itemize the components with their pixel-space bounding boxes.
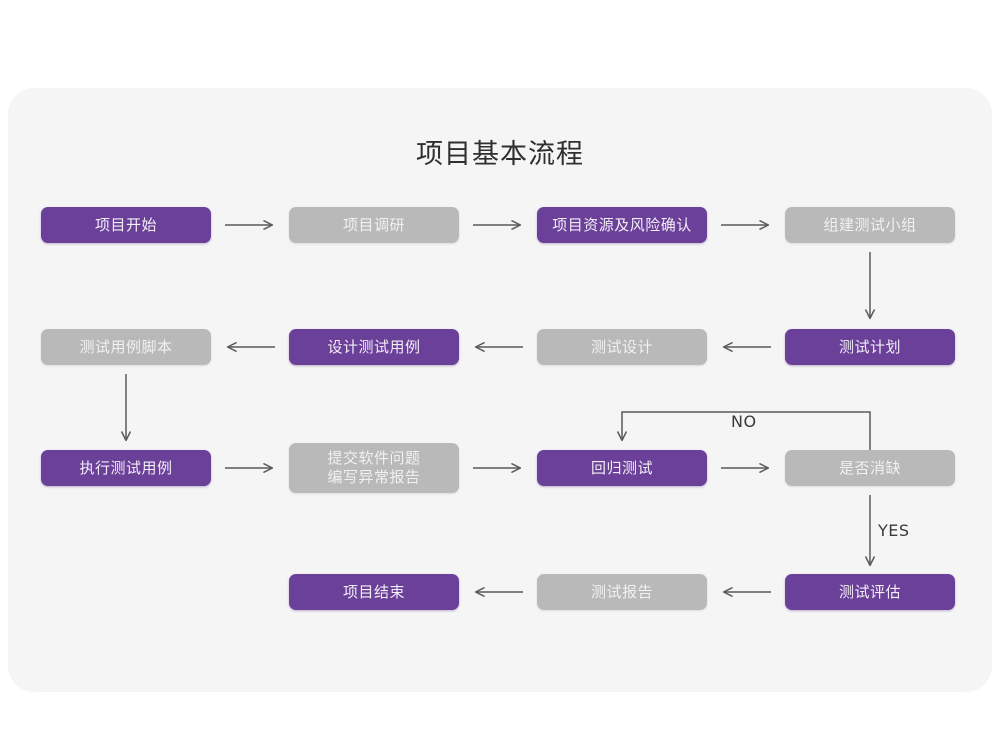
node-test-evaluation[interactable]: 测试评估 [785, 574, 955, 610]
page-title: 项目基本流程 [416, 139, 584, 170]
node-test-design[interactable]: 测试设计 [537, 329, 707, 365]
node-project-end[interactable]: 项目结束 [289, 574, 459, 610]
edge-label-no: NO [731, 412, 757, 431]
node-submit-issues-report[interactable]: 提交软件问题 编写异常报告 [289, 443, 459, 493]
node-design-test-cases[interactable]: 设计测试用例 [289, 329, 459, 365]
node-test-case-script[interactable]: 测试用例脚本 [41, 329, 211, 365]
node-project-research[interactable]: 项目调研 [289, 207, 459, 243]
node-execute-test-cases[interactable]: 执行测试用例 [41, 450, 211, 486]
node-project-start[interactable]: 项目开始 [41, 207, 211, 243]
node-defects-resolved[interactable]: 是否消缺 [785, 450, 955, 486]
node-test-report[interactable]: 测试报告 [537, 574, 707, 610]
node-test-plan[interactable]: 测试计划 [785, 329, 955, 365]
node-resource-risk-confirm[interactable]: 项目资源及风险确认 [537, 207, 707, 243]
node-regression-test[interactable]: 回归测试 [537, 450, 707, 486]
node-form-test-team[interactable]: 组建测试小组 [785, 207, 955, 243]
edge-label-yes: YES [878, 521, 910, 540]
